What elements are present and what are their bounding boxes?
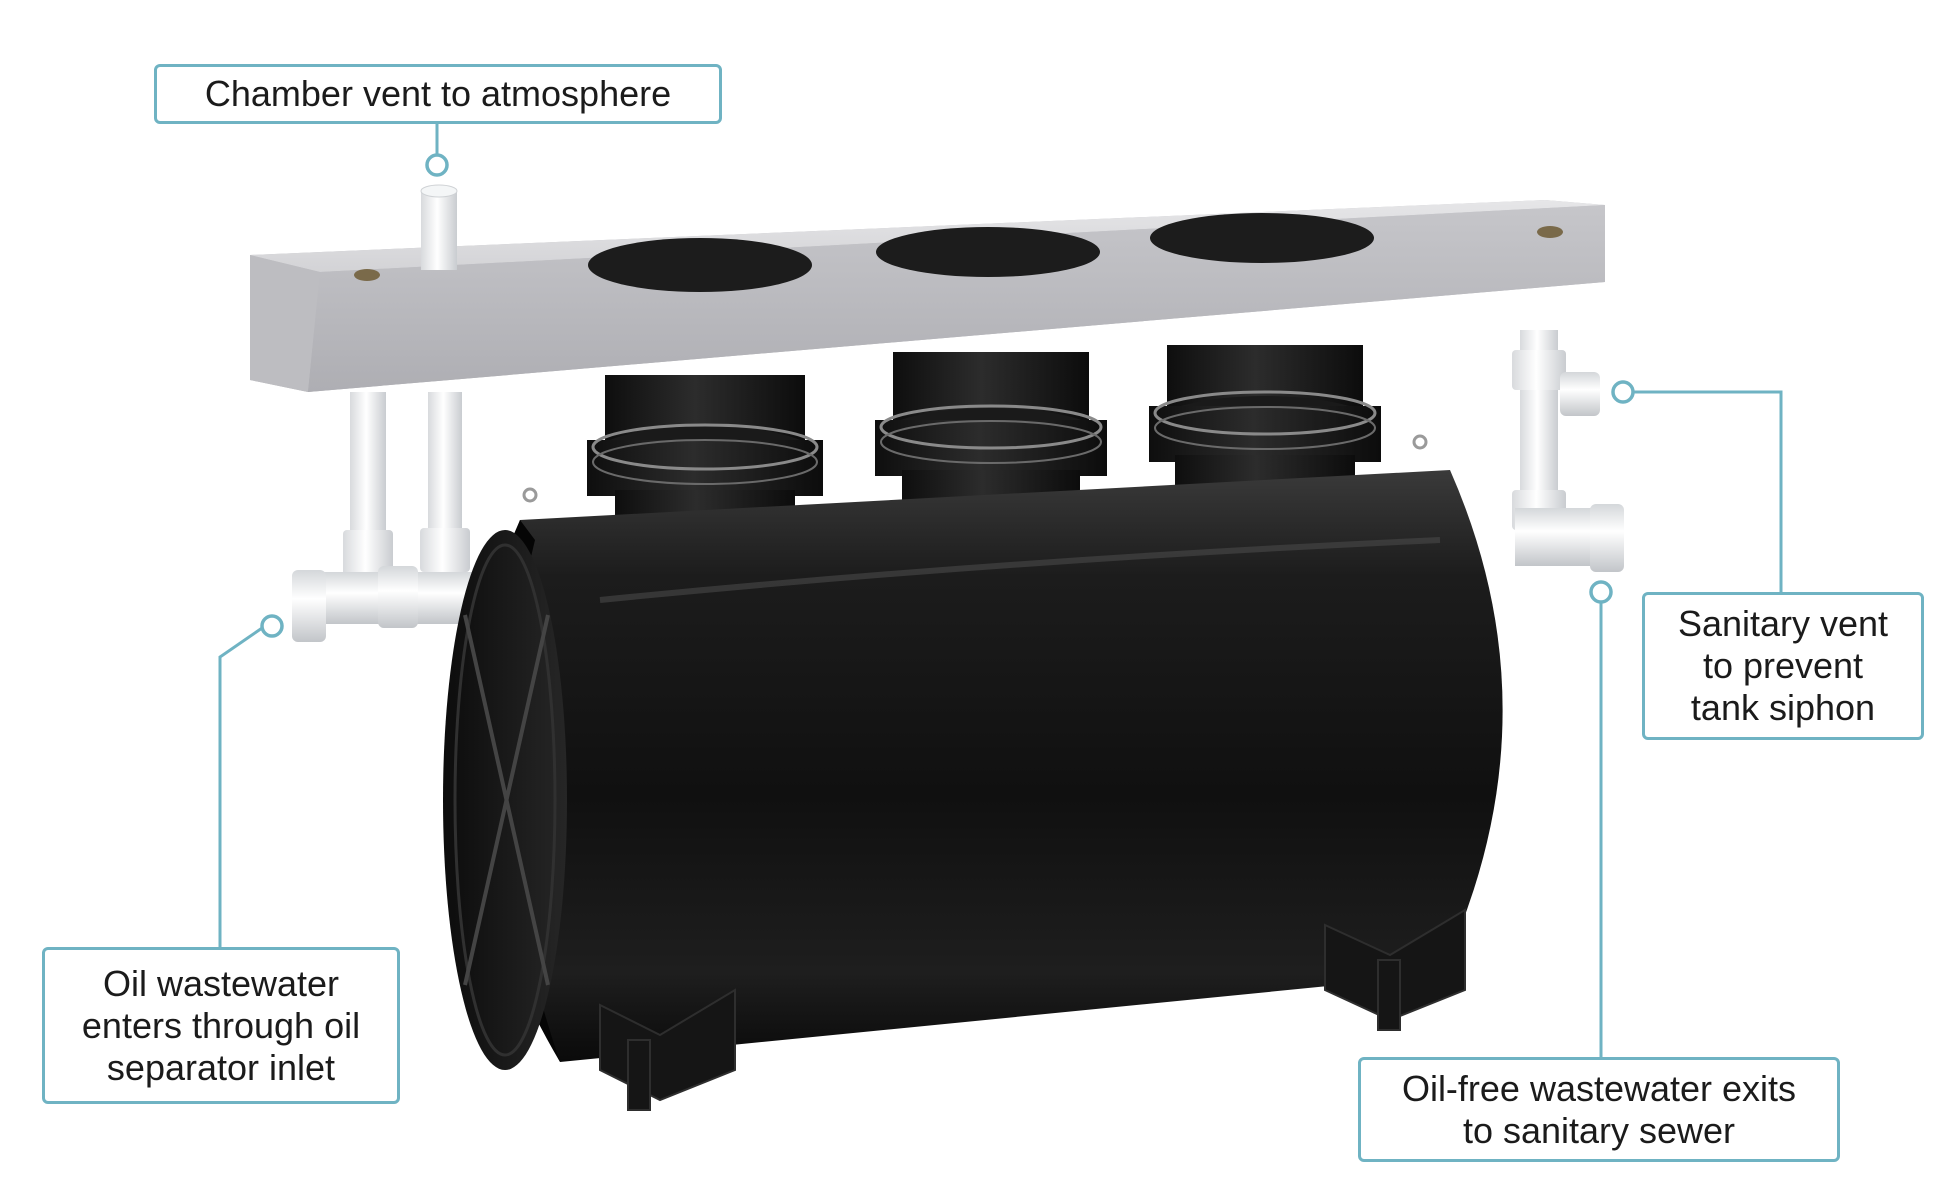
outlet-line-1: Oil-free wastewater exits xyxy=(1401,1067,1797,1109)
sanitary-vent-line-1: Sanitary vent xyxy=(1677,603,1889,644)
inlet-line-3: separator inlet xyxy=(106,1046,336,1088)
outlet-dot xyxy=(1589,580,1613,604)
sanitary-vent-dot xyxy=(1611,380,1635,404)
cover-slab xyxy=(250,200,1605,392)
inlet-dot xyxy=(260,614,284,638)
sanitary-vent-line-2: to prevent xyxy=(1702,645,1864,686)
sanitary-vent-leader xyxy=(1633,390,1783,592)
chamber-vent-dot xyxy=(425,153,449,177)
inlet-leader xyxy=(218,624,266,947)
inlet-callout: Oil wastewater enters through oil separa… xyxy=(42,947,400,1104)
support-feet xyxy=(599,908,1466,1111)
sanitary-vent-callout: Sanitary vent to prevent tank siphon xyxy=(1642,592,1924,740)
inlet-line-1: Oil wastewater xyxy=(102,962,340,1004)
inlet-line-2: enters through oil xyxy=(81,1004,361,1046)
chamber-vent-pipe xyxy=(420,184,458,270)
sanitary-vent-line-3: tank siphon xyxy=(1690,687,1876,728)
lifting-eyes xyxy=(522,434,1428,503)
callout-anchor-dots xyxy=(260,153,1635,638)
outlet-pipework xyxy=(1512,330,1624,572)
callout-leader-lines xyxy=(218,124,1783,1057)
inlet-pipework xyxy=(292,392,526,642)
separator-tank xyxy=(443,470,1503,1070)
chamber-vent-callout: Chamber vent to atmosphere xyxy=(154,64,722,124)
chamber-vent-label: Chamber vent to atmosphere xyxy=(204,73,672,114)
outlet-line-2: to sanitary sewer xyxy=(1462,1109,1736,1151)
riser-1 xyxy=(587,375,823,540)
outlet-callout: Oil-free wastewater exits to sanitary se… xyxy=(1358,1057,1840,1162)
